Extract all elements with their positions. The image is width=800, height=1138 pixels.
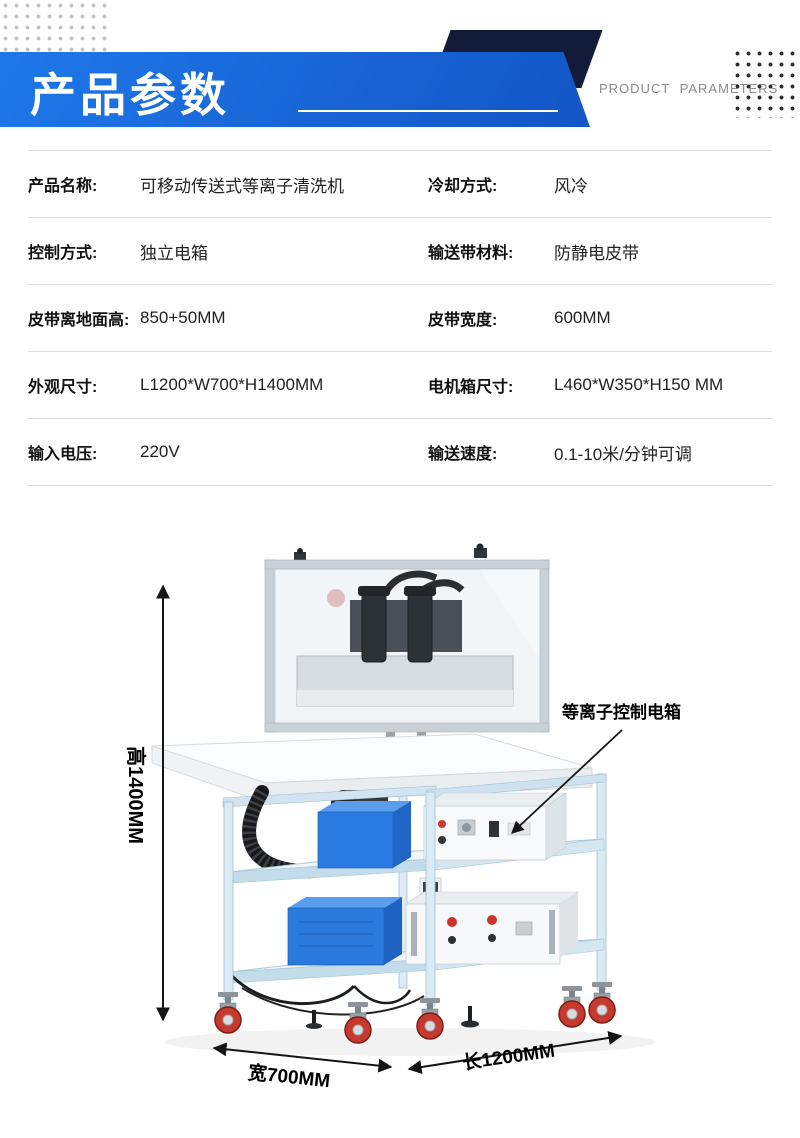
- spec-label: 输送带材料:: [428, 245, 514, 262]
- spec-value: 0.1-10米/分钟可调: [554, 444, 692, 464]
- cables: [230, 974, 425, 1016]
- spec-value: 防静电皮带: [554, 243, 639, 263]
- conveyor-belt: [151, 733, 593, 804]
- spec-value: 可移动传送式等离子清洗机: [140, 176, 344, 196]
- spec-value: 风冷: [554, 176, 588, 196]
- spec-label: 电机箱尺寸:: [428, 379, 514, 396]
- spec-label: 控制方式:: [28, 245, 98, 262]
- spec-cell: 皮带宽度: 600MM: [400, 306, 772, 330]
- spec-cell: 输送带材料: 防静电皮带: [400, 239, 772, 264]
- spec-value: 850+50MM: [140, 308, 226, 327]
- spec-cell: 电机箱尺寸: L460*W350*H150 MM: [400, 373, 772, 397]
- dimension-arrows: [156, 584, 623, 1074]
- spec-value: 独立电箱: [140, 243, 208, 263]
- spec-value: L460*W350*H150 MM: [554, 375, 724, 394]
- product-figure: 等离子控制电箱 高1400MM 宽700MM 长1200MM: [0, 540, 800, 1138]
- machine-photo: [151, 543, 655, 1074]
- plasma-control-box-label: 等离子控制电箱: [562, 703, 681, 722]
- spec-label: 皮带宽度:: [428, 312, 498, 329]
- halftone-dots-top-right: [732, 48, 798, 118]
- leveling-feet: [306, 1006, 479, 1029]
- blue-power-box-mid: [317, 801, 411, 869]
- spec-label: 输送速度:: [428, 446, 498, 463]
- spec-cell: 冷却方式: 风冷: [400, 172, 772, 197]
- spec-row: 皮带离地面高: 850+50MM 皮带宽度: 600MM: [28, 285, 772, 352]
- spec-cell: 外观尺寸: L1200*W700*H1400MM: [28, 373, 400, 397]
- spec-label: 皮带离地面高:: [28, 312, 130, 329]
- spec-value: L1200*W700*H1400MM: [140, 375, 324, 394]
- spec-value: 220V: [140, 442, 180, 461]
- spec-value: 600MM: [554, 308, 611, 327]
- spec-cell: 产品名称: 可移动传送式等离子清洗机: [28, 172, 400, 197]
- spec-cell: 输送速度: 0.1-10米/分钟可调: [400, 440, 772, 465]
- spec-row: 输入电压: 220V 输送速度: 0.1-10米/分钟可调: [28, 419, 772, 486]
- header-banner: 产品参数: [0, 52, 590, 127]
- spec-table: 产品名称: 可移动传送式等离子清洗机 冷却方式: 风冷 控制方式: 独立电箱 输…: [28, 150, 772, 486]
- halftone-dots-top-left: [0, 0, 112, 62]
- spec-label: 外观尺寸:: [28, 379, 98, 396]
- title-underline: [298, 110, 558, 112]
- spec-cell: 控制方式: 独立电箱: [28, 239, 400, 264]
- spec-label: 冷却方式:: [428, 178, 498, 195]
- blue-power-box-lower: [287, 897, 402, 966]
- spec-row: 控制方式: 独立电箱 输送带材料: 防静电皮带: [28, 218, 772, 285]
- spec-cell: 输入电压: 220V: [28, 440, 400, 464]
- spec-label: 产品名称:: [28, 178, 98, 195]
- page-title: 产品参数: [30, 69, 230, 121]
- spec-cell: 皮带离地面高: 850+50MM: [28, 306, 400, 330]
- machine-illustration: [151, 543, 655, 1074]
- spec-row: 外观尺寸: L1200*W700*H1400MM 电机箱尺寸: L460*W35…: [28, 352, 772, 419]
- spec-label: 输入电压:: [28, 446, 98, 463]
- top-enclosure: [264, 543, 550, 782]
- callout-arrow: [511, 729, 623, 834]
- height-dimension-label: 高1400MM: [124, 746, 146, 844]
- spec-row: 产品名称: 可移动传送式等离子清洗机 冷却方式: 风冷: [28, 151, 772, 218]
